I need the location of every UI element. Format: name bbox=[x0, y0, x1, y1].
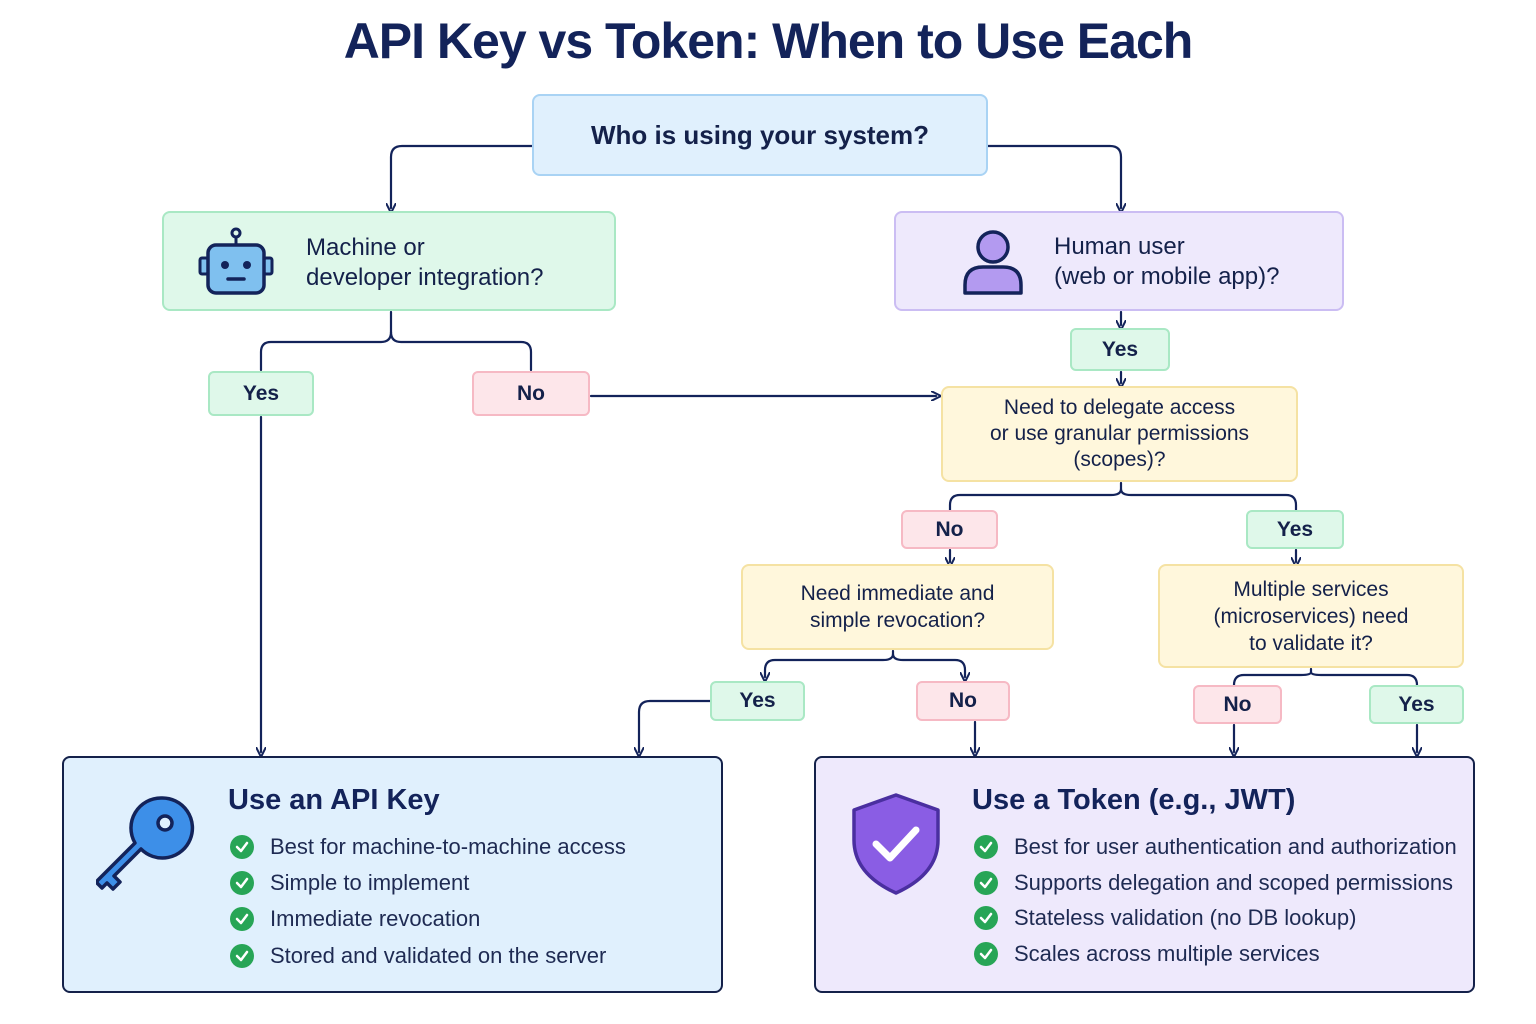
check-circle-icon bbox=[230, 907, 254, 931]
robot-icon bbox=[198, 227, 274, 295]
check-circle-icon bbox=[230, 835, 254, 859]
delegate-no-label: No bbox=[901, 510, 998, 549]
api-key-title: Use an API Key bbox=[228, 784, 440, 816]
api-key-bullet: Immediate revocation bbox=[230, 906, 480, 932]
check-circle-icon bbox=[230, 871, 254, 895]
micro-no-label: No bbox=[1193, 685, 1282, 724]
check-circle-icon bbox=[974, 906, 998, 930]
api-key-result: Use an API Key Best for machine-to-machi… bbox=[62, 756, 723, 993]
machine-question: Machine or developer integration? bbox=[162, 211, 616, 311]
revocation-yes-label: Yes bbox=[710, 681, 805, 721]
page-title: API Key vs Token: When to Use Each bbox=[343, 13, 1194, 69]
token-result: Use a Token (e.g., JWT) Best for user au… bbox=[814, 756, 1475, 993]
check-circle-icon bbox=[974, 835, 998, 859]
human-question: Human user (web or mobile app)? bbox=[894, 211, 1344, 311]
revocation-question: Need immediate and simple revocation? bbox=[741, 564, 1054, 650]
delegate-question: Need to delegate access or use granular … bbox=[941, 386, 1298, 482]
api-key-bullet: Simple to implement bbox=[230, 870, 469, 896]
edge-revocation-split bbox=[765, 649, 895, 677]
api-key-bullet-text: Best for machine-to-machine access bbox=[270, 834, 626, 859]
api-key-bullet: Best for machine-to-machine access bbox=[230, 834, 626, 860]
microservices-question-label: Multiple services (microservices) need t… bbox=[1213, 577, 1409, 655]
edge-micro-split bbox=[1232, 667, 1313, 688]
token-bullet: Best for user authentication and authori… bbox=[974, 834, 1457, 860]
token-bullet: Supports delegation and scoped permissio… bbox=[974, 870, 1453, 896]
human-question-label: Human user (web or mobile app)? bbox=[1054, 233, 1280, 290]
human-yes-label: Yes bbox=[1070, 328, 1170, 371]
machine-question-label: Machine or developer integration? bbox=[306, 234, 544, 291]
check-circle-icon bbox=[230, 944, 254, 968]
delegate-question-label: Need to delegate access or use granular … bbox=[989, 396, 1250, 471]
token-bullet: Scales across multiple services bbox=[974, 941, 1320, 967]
root-question-label: Who is using your system? bbox=[590, 119, 930, 150]
revocation-question-label: Need immediate and simple revocation? bbox=[800, 582, 995, 632]
user-icon bbox=[963, 230, 1023, 295]
token-title: Use a Token (e.g., JWT) bbox=[972, 784, 1296, 816]
token-bullet-text: Best for user authentication and authori… bbox=[1014, 834, 1457, 859]
edge-root-human bbox=[986, 144, 1121, 208]
api-key-bullet-text: Stored and validated on the server bbox=[270, 943, 607, 968]
delegate-yes-label: Yes bbox=[1246, 510, 1344, 549]
key-icon bbox=[96, 796, 195, 891]
revocation-no-label: No bbox=[916, 681, 1010, 721]
token-bullet-text: Supports delegation and scoped permissio… bbox=[1014, 870, 1454, 895]
micro-yes-label: Yes bbox=[1369, 685, 1464, 724]
check-circle-icon bbox=[974, 871, 998, 895]
machine-no-label: No bbox=[472, 371, 590, 416]
api-key-bullet-text: Immediate revocation bbox=[270, 906, 481, 931]
token-bullet: Stateless validation (no DB lookup) bbox=[974, 905, 1356, 931]
edge-root-machine bbox=[391, 144, 534, 208]
edge-delegate-split bbox=[948, 481, 1123, 512]
check-circle-icon bbox=[974, 942, 998, 966]
api-key-bullet-text: Simple to implement bbox=[270, 870, 470, 895]
token-bullet-text: Scales across multiple services bbox=[1014, 941, 1320, 966]
token-bullet-text: Stateless validation (no DB lookup) bbox=[1014, 905, 1357, 930]
edge-revocation-yes-apikey bbox=[639, 699, 712, 752]
microservices-question: Multiple services (microservices) need t… bbox=[1158, 564, 1464, 668]
shield-check-icon bbox=[852, 793, 940, 895]
edge-machine-split bbox=[259, 310, 393, 372]
root-question: Who is using your system? bbox=[532, 94, 988, 176]
machine-yes-label: Yes bbox=[208, 371, 314, 416]
api-key-bullet: Stored and validated on the server bbox=[230, 943, 606, 969]
